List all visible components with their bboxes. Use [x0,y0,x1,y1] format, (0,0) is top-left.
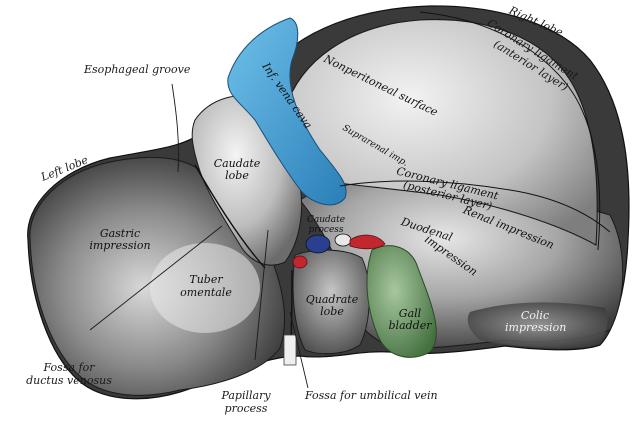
umbilical-vein-remnant [292,255,308,269]
label-fossa-umbilical-vein: Fossa for umbilical vein [305,389,438,402]
portal-vein [305,234,331,254]
colic-impression [467,302,608,348]
leader-esophageal-groove [171,83,179,173]
label-gall-bladder-1: Gall [398,307,422,320]
label-caudate-lobe-1: Caudate [213,157,261,170]
leader-papillary [254,229,269,361]
label-papillary-process-1: Papillary [221,389,271,402]
label-colic-impression-2: impression [505,321,567,334]
label-tuber-omentale-2: omentale [180,286,232,299]
label-esophageal-groove: Esophageal groove [84,63,191,76]
coronary-ligament-anterior [419,11,601,251]
coronary-ligament-posterior [339,180,611,233]
label-gastric-impression-2: impression [89,239,151,252]
leader-fossa-umbilical [289,311,309,389]
gall-bladder [366,245,437,358]
label-colic-impression-1: Colic [520,309,550,322]
inferior-vena-cava [227,17,347,206]
label-fossa-ductus-venosus-2: ductus venosus [26,374,112,387]
hepatic-artery [349,234,386,250]
label-quadrate-lobe-2: lobe [320,305,344,318]
label-caudate-process-2: process [308,225,344,235]
quadrate-lobe [292,249,370,355]
label-tuber-omentale-1: Tuber [189,273,223,286]
leader-fossa-ductus [89,225,223,331]
round-ligament-stump [283,334,297,366]
label-gall-bladder-2: bladder [388,319,432,332]
fossa-ductus-venosus [194,164,266,269]
label-caudate-lobe-2: lobe [225,169,249,182]
label-gastric-impression-1: Gastric [99,227,141,240]
label-fossa-ductus-venosus-1: Fossa for [43,361,95,374]
label-papillary-process-2: process [224,402,268,415]
label-caudate-process-1: Caudate [306,215,346,225]
label-quadrate-lobe-1: Quadrate [305,293,359,306]
tuber-omentale [150,243,260,333]
